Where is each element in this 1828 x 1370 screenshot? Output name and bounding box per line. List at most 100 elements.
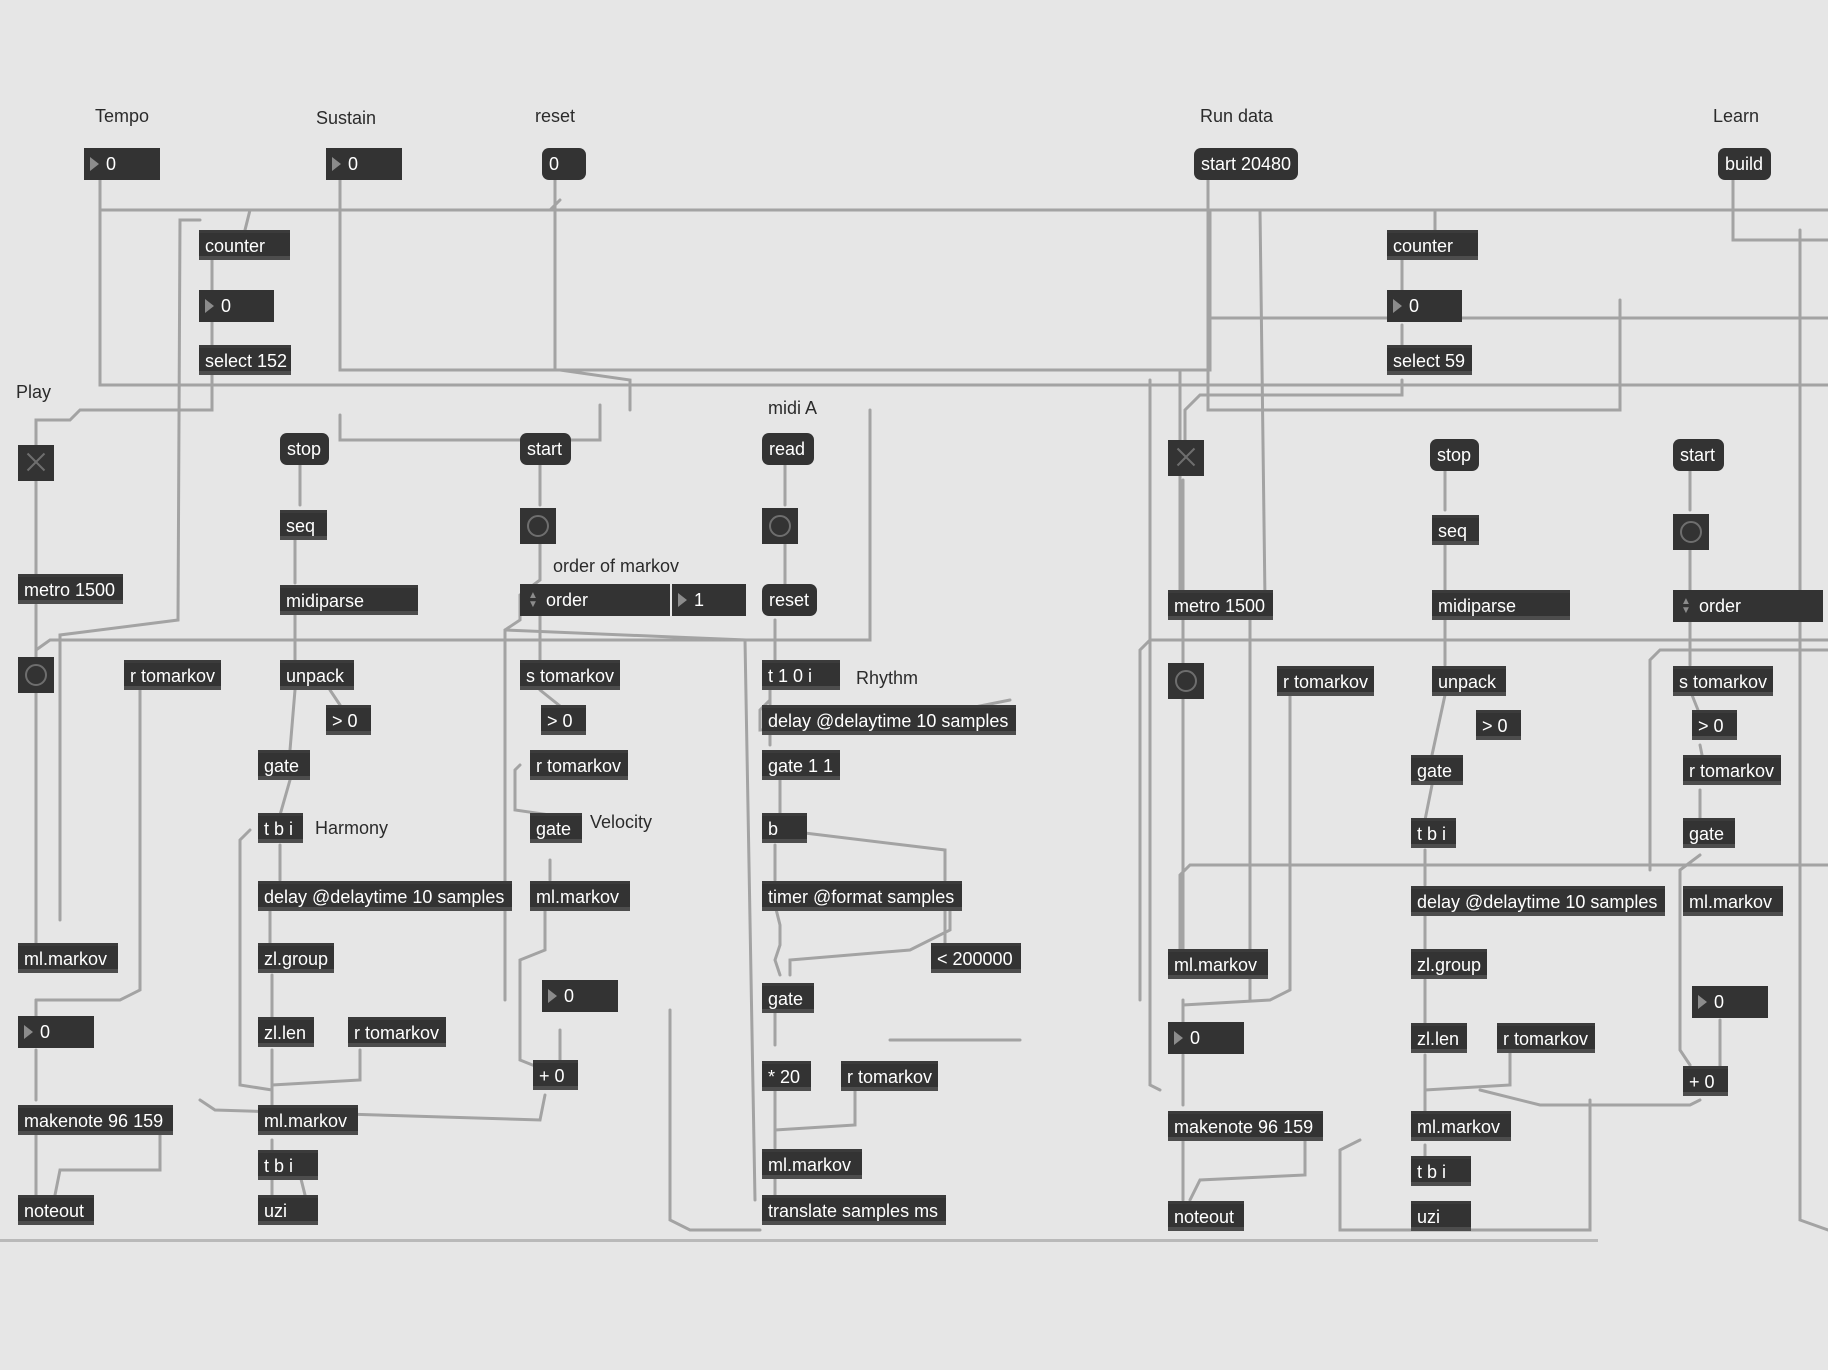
mlmarkov-rhythm[interactable]: ml.markov xyxy=(762,1149,862,1179)
stop-left-message[interactable]: stop xyxy=(280,433,329,465)
tempo-number[interactable]: 0 xyxy=(84,148,160,180)
velocity-right-number[interactable]: 0 xyxy=(1692,986,1768,1018)
gate-right-object[interactable]: gate xyxy=(1411,755,1463,785)
r-tomarkov-far-right[interactable]: r tomarkov xyxy=(1683,755,1781,785)
lt200000-object[interactable]: < 200000 xyxy=(931,943,1021,973)
s-tomarkov-middle[interactable]: s tomarkov xyxy=(520,660,620,690)
mlmarkov-left-2[interactable]: ml.markov xyxy=(258,1105,358,1135)
stop-right-message[interactable]: stop xyxy=(1430,439,1479,471)
mlmarkov-right-2[interactable]: ml.markov xyxy=(1411,1111,1511,1141)
midiparse-left-object[interactable]: midiparse xyxy=(280,585,418,615)
patch-cord xyxy=(773,903,782,977)
play-right-number[interactable]: 0 xyxy=(1168,1022,1244,1054)
play-left-number[interactable]: 0 xyxy=(18,1016,94,1048)
bang-right-1[interactable] xyxy=(1168,663,1204,699)
delay-right-object[interactable]: delay @delaytime 10 samples xyxy=(1411,886,1665,916)
patch-cord xyxy=(553,178,1828,212)
unpack-left-object[interactable]: unpack xyxy=(280,660,354,690)
gate-far-right-object[interactable]: gate xyxy=(1683,818,1735,848)
zllen-right-object[interactable]: zl.len xyxy=(1411,1023,1467,1053)
counter-left-number[interactable]: 0 xyxy=(199,290,274,322)
seq-left-object[interactable]: seq xyxy=(280,510,327,540)
updown-arrow-icon: ▲▼ xyxy=(528,590,538,610)
gate-left-object[interactable]: gate xyxy=(258,750,310,780)
delay-left-object[interactable]: delay @delaytime 10 samples xyxy=(258,881,512,911)
bang-left-3[interactable] xyxy=(762,508,798,544)
metro-right-object[interactable]: metro 1500 xyxy=(1168,590,1273,620)
mlmarkov-left-1[interactable]: ml.markov xyxy=(18,943,118,973)
noteout-left-object[interactable]: noteout xyxy=(18,1195,94,1225)
plus-middle-object[interactable]: + 0 xyxy=(533,1060,578,1090)
mlmarkov-far-right[interactable]: ml.markov xyxy=(1683,886,1783,916)
start-right-message[interactable]: start xyxy=(1673,439,1724,471)
velocity-left-value: 0 xyxy=(564,986,575,1006)
b-object[interactable]: b xyxy=(762,813,807,843)
counter-right-object[interactable]: counter xyxy=(1387,230,1478,260)
seq-right-object[interactable]: seq xyxy=(1432,515,1479,545)
tbi-left-object[interactable]: t b i xyxy=(258,813,303,843)
counter-right-value: 0 xyxy=(1409,296,1420,316)
play-right-toggle[interactable] xyxy=(1168,440,1204,476)
translate-object[interactable]: translate samples ms xyxy=(762,1195,946,1225)
uzi-left-object[interactable]: uzi xyxy=(258,1195,318,1225)
times20-object[interactable]: * 20 xyxy=(762,1061,811,1091)
read-message[interactable]: read xyxy=(762,433,814,465)
tbi-right-2[interactable]: t b i xyxy=(1411,1156,1471,1186)
gt0-far-right-object[interactable]: > 0 xyxy=(1692,710,1737,740)
r-tomarkov-middle[interactable]: r tomarkov xyxy=(530,750,628,780)
learn-build-message[interactable]: build xyxy=(1718,148,1771,180)
patch-cord xyxy=(1478,1088,1702,1107)
reset-message[interactable]: 0 xyxy=(542,148,586,180)
tbi-right-object[interactable]: t b i xyxy=(1411,818,1456,848)
order-value-number[interactable]: 1 xyxy=(672,584,746,616)
makenote-right-object[interactable]: makenote 96 159 xyxy=(1168,1111,1323,1141)
makenote-left-object[interactable]: makenote 96 159 xyxy=(18,1105,173,1135)
zllen-left-object[interactable]: zl.len xyxy=(258,1017,314,1047)
r-tomarkov-left-1[interactable]: r tomarkov xyxy=(124,660,221,690)
unpack-right-object[interactable]: unpack xyxy=(1432,666,1506,696)
gt0-left-object[interactable]: > 0 xyxy=(326,705,371,735)
counter-left-object[interactable]: counter xyxy=(199,230,290,260)
order-left-menu[interactable]: ▲▼order xyxy=(520,584,670,616)
r-tomarkov-right-1[interactable]: r tomarkov xyxy=(1277,666,1374,696)
learn-label: Learn xyxy=(1713,106,1760,126)
select-right-object[interactable]: select 59 xyxy=(1387,345,1472,375)
gate-middle-object[interactable]: gate xyxy=(530,813,582,843)
metro-left-object[interactable]: metro 1500 xyxy=(18,574,123,604)
sustain-number[interactable]: 0 xyxy=(326,148,402,180)
select-left-object[interactable]: select 152 xyxy=(199,345,291,375)
zlgroup-right-object[interactable]: zl.group xyxy=(1411,949,1487,979)
mlmarkov-right-1[interactable]: ml.markov xyxy=(1168,949,1268,979)
play-left-toggle[interactable] xyxy=(18,445,54,481)
r-tomarkov-left-2[interactable]: r tomarkov xyxy=(348,1017,446,1047)
r-tomarkov-right-2[interactable]: r tomarkov xyxy=(1497,1023,1595,1053)
gt0-middle-object[interactable]: > 0 xyxy=(541,705,586,735)
patch-cord xyxy=(198,1093,547,1122)
s-tomarkov-right[interactable]: s tomarkov xyxy=(1673,666,1773,696)
bang-left-2[interactable] xyxy=(520,508,556,544)
counter-right-number[interactable]: 0 xyxy=(1387,290,1462,322)
run-data-message[interactable]: start 20480 xyxy=(1194,148,1298,180)
start-left-message[interactable]: start xyxy=(520,433,571,465)
gate-rhythm-object[interactable]: gate xyxy=(762,983,814,1013)
noteout-right-object[interactable]: noteout xyxy=(1168,1201,1244,1231)
patch-cord xyxy=(338,178,1182,602)
bang-right-2[interactable] xyxy=(1673,514,1709,550)
timer-object[interactable]: timer @format samples xyxy=(762,881,962,911)
gate11-object[interactable]: gate 1 1 xyxy=(762,750,840,780)
mlmarkov-middle[interactable]: ml.markov xyxy=(530,881,630,911)
midiparse-right-object[interactable]: midiparse xyxy=(1432,590,1570,620)
plus-far-right-object[interactable]: + 0 xyxy=(1683,1066,1728,1096)
delay-rhythm-object[interactable]: delay @delaytime 10 samples xyxy=(762,705,1016,735)
gt0-right-object[interactable]: > 0 xyxy=(1476,710,1521,740)
order-right-menu[interactable]: ▲▼order xyxy=(1673,590,1823,622)
uzi-right-object[interactable]: uzi xyxy=(1411,1201,1471,1231)
bang-left-1[interactable] xyxy=(18,657,54,693)
t10i-object[interactable]: t 1 0 i xyxy=(762,660,840,690)
zlgroup-left-object[interactable]: zl.group xyxy=(258,943,334,973)
reset-seq-message[interactable]: reset xyxy=(762,584,817,616)
tbi-left-2[interactable]: t b i xyxy=(258,1150,318,1180)
velocity-left-number[interactable]: 0 xyxy=(542,980,618,1012)
r-tomarkov-rhythm[interactable]: r tomarkov xyxy=(841,1061,938,1091)
